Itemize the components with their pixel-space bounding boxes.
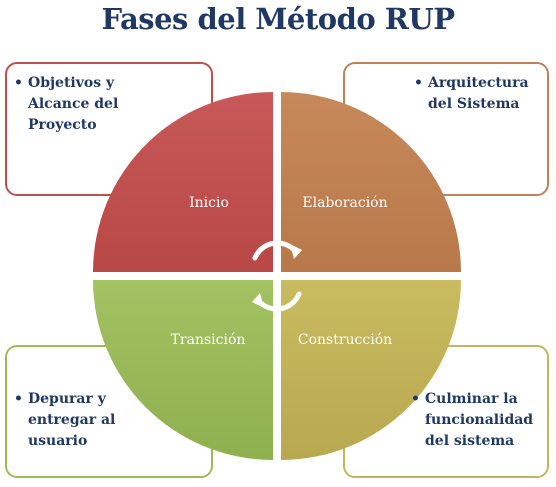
- diagram-title: Fases del Método RUP: [101, 2, 455, 36]
- note-line: funcionalidad: [425, 412, 534, 428]
- note-text-inicio: • Objetivos y Alcance del Proyecto: [14, 73, 138, 136]
- phase-label-inicio: Inicio: [189, 195, 229, 211]
- note-line: Culminar la: [425, 391, 518, 407]
- note-line: Depurar y: [28, 391, 106, 407]
- note-line: del sistema: [425, 433, 515, 449]
- cycle-arrows-icon: [252, 240, 302, 312]
- phase-label-transicion: Transición: [171, 332, 246, 348]
- note-text-construccion: • Culminar la funcionalidad del sistema: [411, 389, 545, 452]
- note-line: Arquitectura: [428, 75, 529, 91]
- phase-label-elaboracion: Elaboración: [302, 195, 387, 211]
- quadrant-elaboracion: [281, 92, 461, 272]
- note-text-transicion: • Depurar y entregar al usuario: [14, 389, 138, 452]
- quadrant-construccion: [281, 280, 461, 460]
- note-line: usuario: [28, 433, 88, 449]
- note-line: del Sistema: [428, 96, 520, 112]
- bullet-icon: •: [414, 75, 423, 91]
- note-line: Alcance del: [28, 96, 119, 112]
- phase-label-construccion: Construcción: [298, 332, 392, 348]
- note-line: entregar al: [28, 412, 116, 428]
- note-text-elaboracion: • Arquitectura del Sistema: [414, 73, 538, 115]
- bullet-icon: •: [14, 391, 23, 407]
- note-line: Objetivos y: [28, 75, 115, 91]
- bullet-icon: •: [14, 75, 23, 91]
- quadrant-transicion: [93, 280, 273, 460]
- bullet-icon: •: [411, 391, 420, 407]
- quadrant-inicio: [93, 92, 273, 272]
- note-line: Proyecto: [28, 117, 97, 133]
